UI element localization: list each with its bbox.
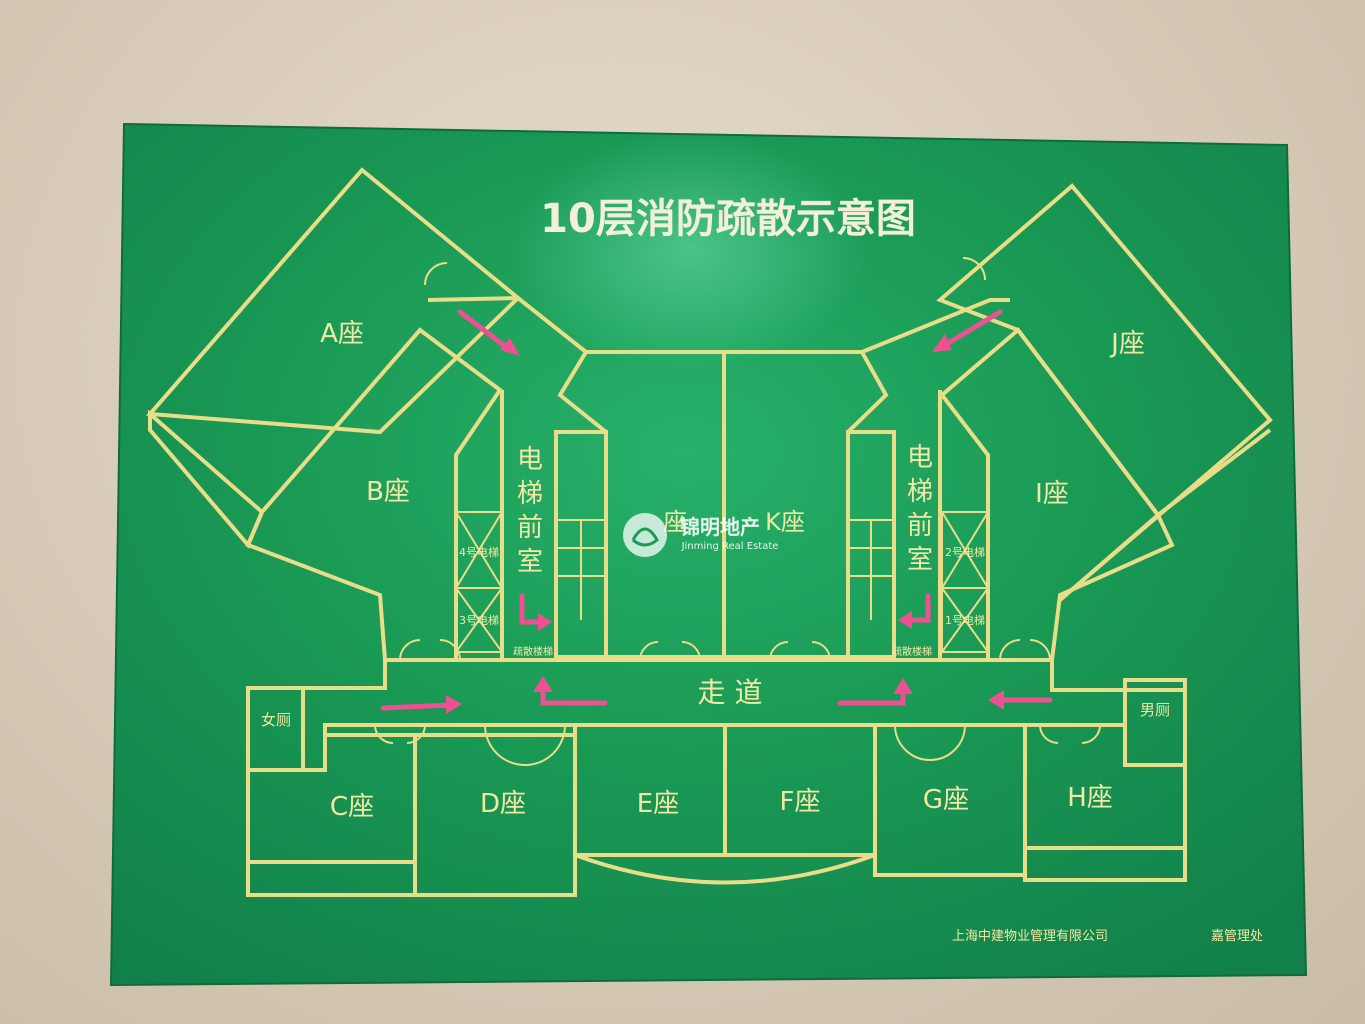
elevator-3-label: 3号电梯: [459, 614, 499, 627]
arrow-lobby-left: [519, 593, 543, 625]
svg-text:前: 前: [517, 513, 543, 543]
unit-l-label: 座: [663, 508, 687, 536]
arrow-to-stair-left: [540, 685, 608, 706]
arrow-a-wing: [457, 309, 513, 353]
lobby-right-label: 电 梯 前 室: [907, 443, 933, 575]
arrow-corridor-left: [380, 702, 453, 711]
stairs-left-label: 疏散楼梯: [513, 645, 553, 658]
female-wc-label: 女厕: [261, 711, 291, 729]
unit-j-label: J座: [1109, 329, 1145, 359]
watermark-brand: 锦明地产: [680, 515, 760, 539]
female-wc-room: [246, 686, 305, 772]
unit-a-label: A座: [320, 319, 364, 349]
svg-text:电: 电: [907, 443, 933, 473]
watermark: 锦明地产 Jinming Real Estate: [623, 513, 778, 557]
unit-d-label: D座: [480, 789, 526, 819]
unit-g-label: G座: [923, 785, 969, 815]
svg-text:前: 前: [907, 511, 933, 541]
stairs-right-label: 疏散楼梯: [892, 645, 932, 658]
unit-c-label: C座: [330, 792, 374, 822]
svg-text:电: 电: [517, 445, 543, 475]
male-wc-room: [1123, 678, 1187, 767]
unit-f-label: F座: [780, 787, 821, 817]
svg-text:室: 室: [517, 547, 543, 577]
svg-text:梯: 梯: [517, 479, 543, 509]
corridor-top-left: [427, 295, 588, 354]
watermark-logo-icon: [623, 513, 667, 557]
unit-a-room: [145, 167, 522, 435]
unit-e-label: E座: [637, 789, 679, 819]
footer-company: 上海中建物业管理有限公司: [952, 929, 1108, 944]
arrow-to-stair-right: [837, 687, 906, 706]
male-wc-label: 男厕: [1140, 701, 1170, 719]
floor-plan: [145, 167, 1273, 897]
lobby-left-label: 电 梯 前 室: [517, 445, 543, 577]
bottom-bay: [574, 853, 876, 885]
elevator-1-label: 1号电梯: [945, 614, 985, 627]
stair-right: [846, 430, 896, 659]
unit-h-label: H座: [1067, 783, 1113, 813]
elevator-2-label: 2号电梯: [945, 546, 985, 559]
unit-k-label: K座: [765, 508, 805, 536]
elevator-4-label: 4号电梯: [459, 546, 499, 559]
watermark-english: Jinming Real Estate: [681, 541, 779, 552]
svg-text:梯: 梯: [907, 477, 933, 507]
unit-b-label: B座: [366, 477, 410, 507]
footer-office: 嘉管理处: [1211, 929, 1263, 944]
arrow-lobby-right: [907, 593, 931, 623]
arrow-j-wing: [942, 309, 1003, 348]
unit-i-label: I座: [1035, 479, 1069, 509]
evacuation-arrows: [380, 309, 1053, 714]
corridor-label: 走 道: [698, 676, 763, 709]
sign-title: 10层消防疏散示意图: [540, 196, 916, 242]
svg-text:室: 室: [907, 545, 933, 575]
